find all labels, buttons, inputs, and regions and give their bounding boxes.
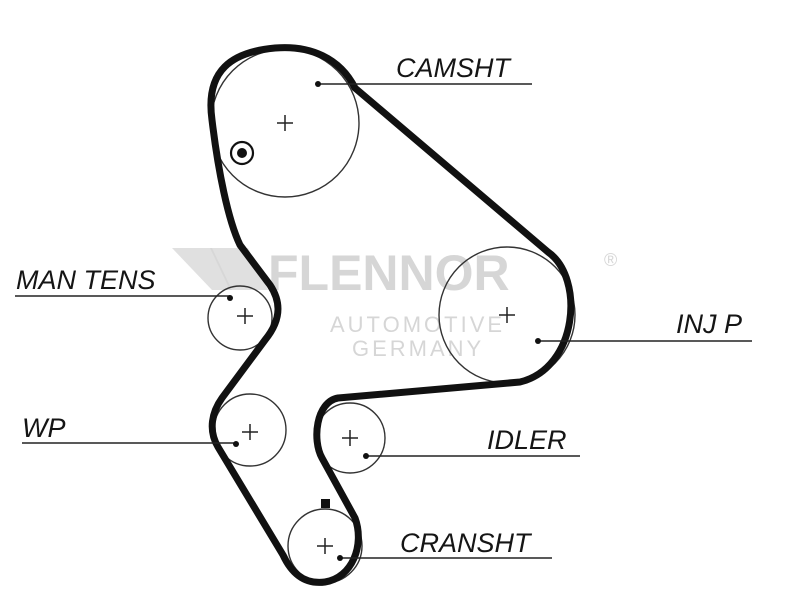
crankshaft-timing-mark xyxy=(321,499,330,508)
idler-center-cross xyxy=(342,430,358,446)
crankshaft-leader-dot xyxy=(337,555,343,561)
watermark-line-2: GERMANY xyxy=(352,336,484,361)
watermark-registered-mark: ® xyxy=(604,250,617,270)
tensioner-pulley xyxy=(207,285,273,351)
watermark-logo-mark-2 xyxy=(210,248,268,290)
water-pump-leader-dot xyxy=(233,441,239,447)
camshaft-center-cross xyxy=(277,115,293,131)
timing-belt xyxy=(207,44,575,586)
tensioner-center-cross xyxy=(237,308,253,324)
camshaft-timing-mark-icon xyxy=(229,140,255,166)
watermark-brand: FLENNOR xyxy=(268,245,510,301)
idler-leader-dot xyxy=(363,453,369,459)
label-water-pump: WP xyxy=(22,413,66,443)
tensioner-leader-dot xyxy=(227,295,233,301)
camshaft-leader-dot xyxy=(315,81,321,87)
watermark-line-1: AUTOMOTIVE xyxy=(330,312,505,337)
pulley-centers xyxy=(237,115,515,554)
label-idler: IDLER xyxy=(487,425,567,455)
label-crankshaft: CRANSHT xyxy=(400,528,533,558)
label-manual-tensioner: MAN TENS xyxy=(16,265,156,295)
crankshaft-center-cross xyxy=(317,538,333,554)
leaders xyxy=(15,81,752,561)
label-camshaft: CAMSHT xyxy=(396,53,513,83)
watermark: FLENNOR ® AUTOMOTIVE GERMANY xyxy=(172,245,617,361)
injection-pump-center-cross xyxy=(499,307,515,323)
water-pump-center-cross xyxy=(242,424,258,440)
injection-pump-leader-dot xyxy=(535,338,541,344)
label-injection-pump: INJ P xyxy=(676,309,742,339)
camshaft-timing-mark-dot xyxy=(237,148,247,158)
